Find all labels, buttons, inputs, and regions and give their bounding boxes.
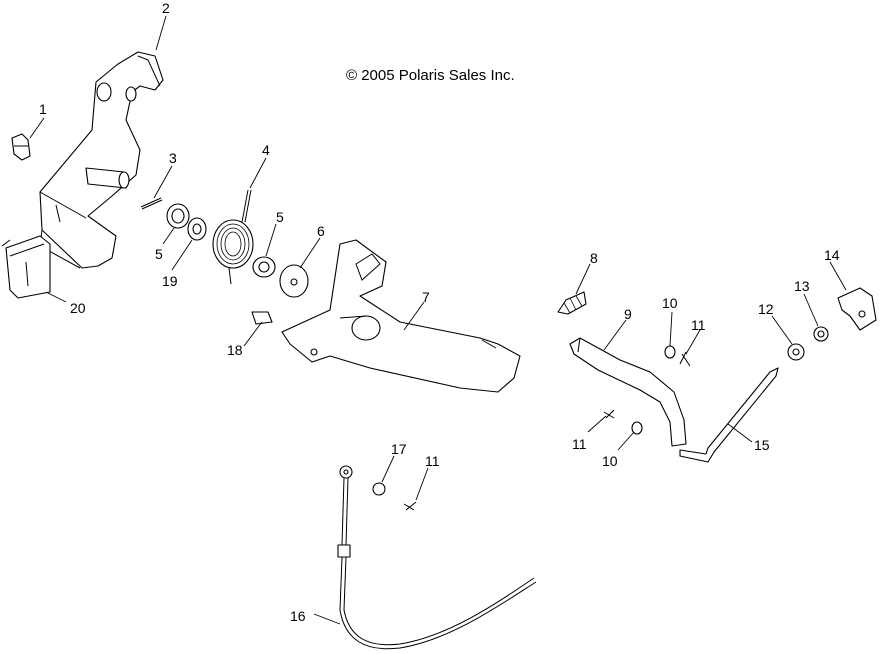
callout-11-lower: 11	[425, 453, 440, 469]
part-clip-upper	[679, 351, 691, 367]
callout-13: 13	[794, 278, 810, 294]
callout-9: 9	[624, 306, 632, 322]
part-washer-large	[279, 264, 309, 298]
callout-4: 4	[262, 142, 270, 158]
part-brake-pedal	[281, 239, 521, 393]
part-switch	[1, 235, 51, 299]
callout-3: 3	[169, 150, 177, 166]
callout-11-upper: 11	[691, 317, 706, 333]
callout-12: 12	[758, 301, 774, 317]
part-brake-lever	[569, 337, 687, 447]
callout-19: 19	[162, 273, 178, 289]
part-bushing-rod	[787, 343, 805, 361]
leader-lines	[29, 15, 847, 625]
callout-2: 2	[162, 0, 170, 16]
part-bushing-left	[166, 203, 190, 229]
callout-17: 17	[391, 441, 407, 457]
part-rod-bracket	[837, 287, 877, 331]
callout-labels: 1 2 3 4 5 5 6 7 8 9 10 10 11 11 11 12 13…	[39, 0, 840, 624]
callout-5-right: 5	[276, 209, 284, 225]
callout-8: 8	[590, 250, 598, 266]
part-washer	[187, 217, 207, 241]
part-clip-lower	[403, 501, 417, 511]
part-nut-upper	[664, 345, 676, 359]
callout-7: 7	[422, 289, 430, 305]
callout-6: 6	[317, 223, 325, 239]
part-mounting-bracket	[39, 51, 164, 269]
callout-10-upper: 10	[662, 295, 678, 311]
part-clip-middle	[603, 409, 615, 419]
callout-14: 14	[824, 247, 840, 263]
part-return-spring	[557, 291, 587, 315]
copyright-text: © 2005 Polaris Sales Inc.	[346, 67, 515, 84]
part-cotter-pin	[140, 197, 163, 210]
callout-1: 1	[39, 101, 47, 117]
part-brake-rod	[679, 367, 779, 463]
part-brake-cable	[337, 465, 537, 650]
part-bolt	[11, 133, 31, 161]
callout-20: 20	[70, 300, 86, 316]
callout-15: 15	[754, 437, 770, 453]
callout-5-left: 5	[155, 246, 163, 262]
part-pivot-pin	[251, 311, 273, 325]
callout-16: 16	[290, 608, 306, 624]
part-bushing-right	[252, 256, 276, 278]
callout-18: 18	[227, 342, 243, 358]
part-cable-nut	[372, 482, 386, 496]
part-nut-lower	[631, 421, 643, 435]
part-torsion-spring	[212, 189, 254, 285]
callout-10-lower: 10	[602, 453, 618, 469]
part-nut-rod	[813, 326, 829, 342]
callout-11-middle: 11	[572, 436, 587, 452]
